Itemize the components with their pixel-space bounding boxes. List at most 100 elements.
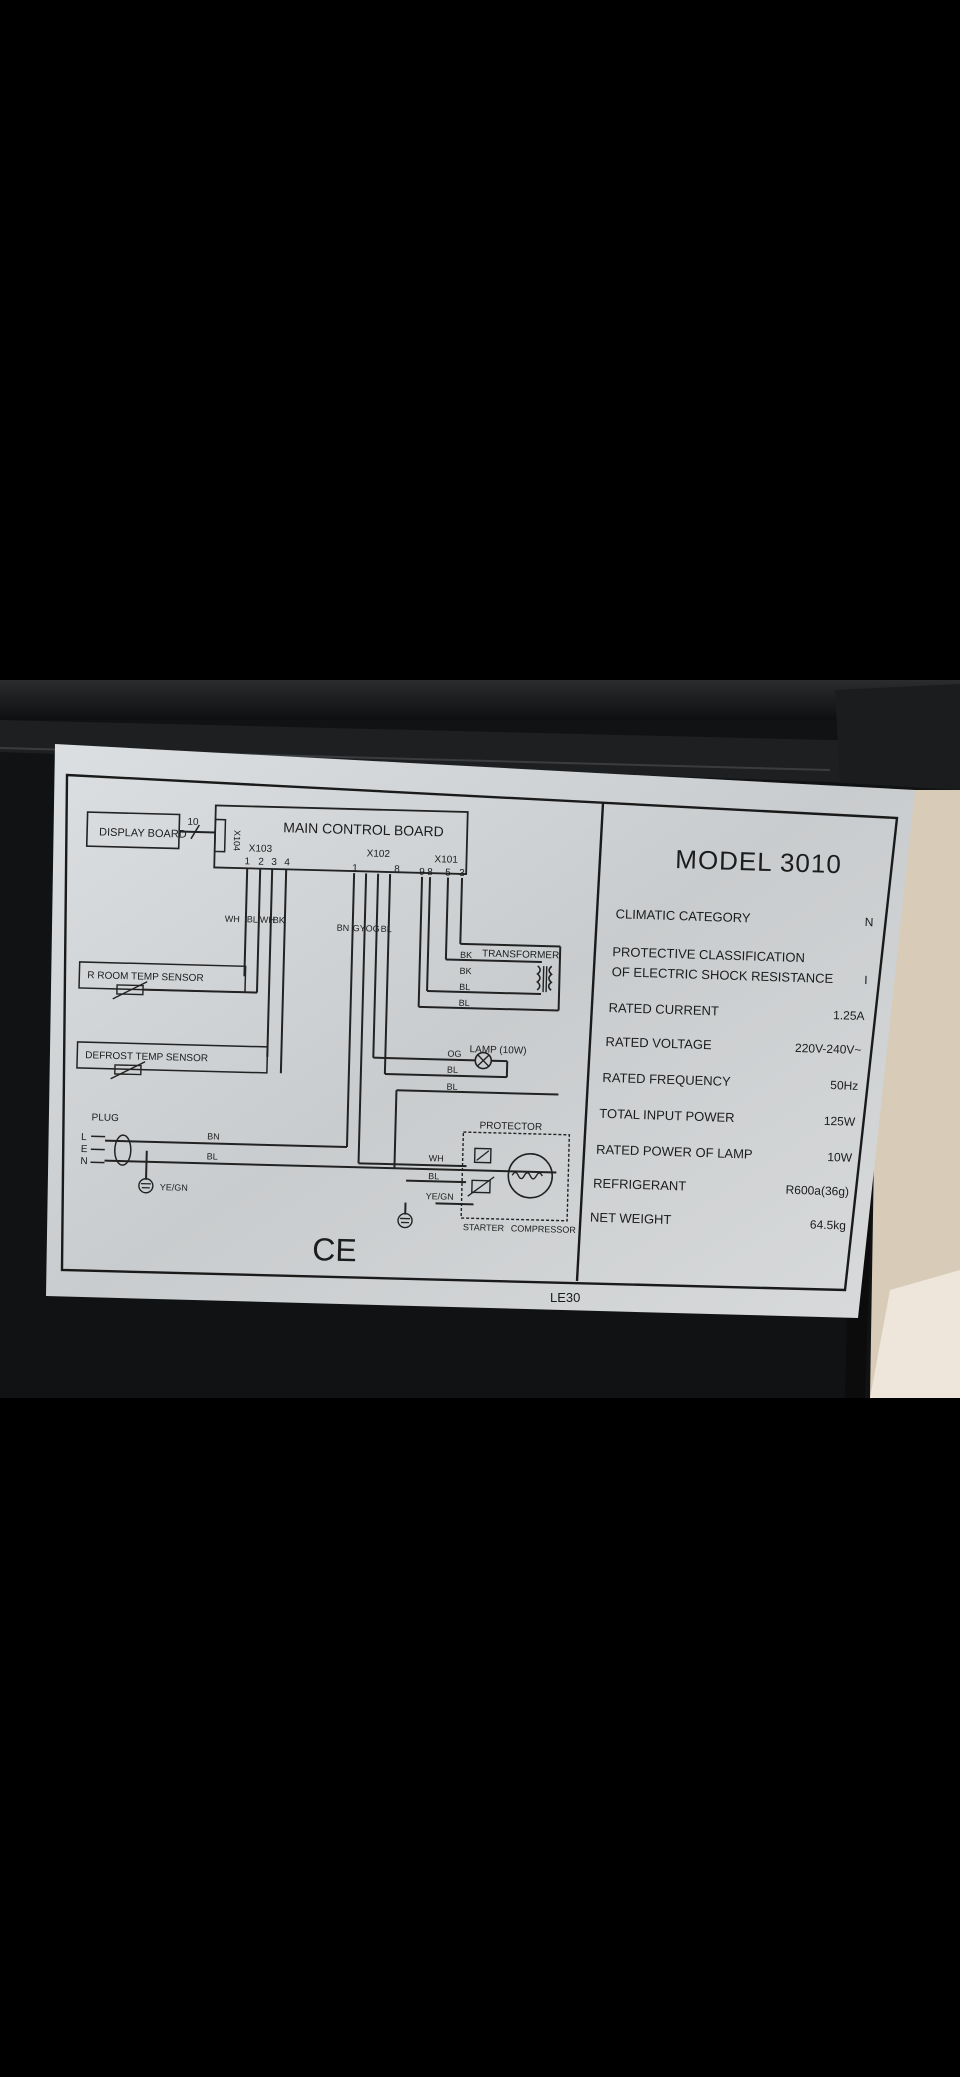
rating-label [46,744,915,1318]
wire-code: BN [337,923,350,933]
spec-label: CLIMATIC CATEGORY [615,906,751,925]
spec-row: TOTAL INPUT POWER 125W [599,1106,856,1129]
wire-code: BL [207,1151,218,1161]
wire-code: WH [429,1153,444,1163]
wire-code: WH [225,914,240,924]
wire-code: BK [459,966,471,976]
x101-label: X101 [434,854,458,866]
spec-label: PROTECTIVE CLASSIFICATION [612,944,805,965]
spec-row: RATED VOLTAGE 220V-240V~ [605,1034,861,1057]
room-sensor-label: R ROOM TEMP SENSOR [87,970,204,984]
spec-value: 220V-240V~ [795,1041,862,1057]
x102-pin: 1 [352,863,358,874]
spec-label-line2: OF ELECTRIC SHOCK RESISTANCE [612,964,834,986]
model-title: MODEL 3010 [675,844,842,879]
plug-pin: L [81,1132,87,1143]
wiring-diagram: DISPLAY BOARD 10 X104 MAIN CONTROL BOARD… [76,804,577,1268]
x101-pin: 3 [459,868,465,879]
spec-value: 10W [827,1150,853,1165]
display-wire-count: 10 [187,817,199,828]
wire-code: OG [447,1049,461,1059]
compressor-wire-codes: WH BL [428,1153,444,1181]
compressor-box [460,1131,571,1222]
spec-row: PROTECTIVE CLASSIFICATION OF ELECTRIC SH… [612,944,868,987]
spec-panel: MODEL 3010 CLIMATIC CATEGORY N PROTECTIV… [590,844,874,1233]
x103-pin: 3 [271,857,277,868]
wire-code: BL [381,924,392,934]
compressor-motor-icon [507,1153,554,1199]
wire-code: BL [428,1171,439,1181]
spec-row: RATED POWER OF LAMP 10W [596,1142,853,1165]
spec-label: RATED FREQUENCY [602,1070,731,1089]
x103-pin: 1 [244,856,250,867]
x104-label: X104 [232,830,243,851]
transformer-label: TRANSFORMER [482,948,559,961]
spec-row: RATED CURRENT 1.25A [608,1000,864,1023]
x101-pin: 9 [419,867,425,878]
wire-code: BL [447,1065,458,1075]
display-board-label: DISPLAY BOARD [99,826,187,840]
plug-pin-letters: L E N [80,1132,88,1167]
x102-label: X102 [366,848,390,860]
spec-row: NET WEIGHT 64.5kg [590,1210,846,1233]
ground-plug-label: YE/GN [160,1182,188,1193]
spec-value: 50Hz [830,1078,858,1093]
x102-pin: 8 [394,864,400,875]
spec-value: R600a(36g) [785,1183,849,1199]
plug-wire-codes: BN BL [207,1131,220,1161]
wire-code: GY [353,923,366,933]
wire-code: BL [247,914,258,924]
x103-pin-numbers: 1 2 3 4 [244,856,290,868]
thermistor-icon [110,1061,146,1080]
wire-code: BK [460,950,472,960]
plug-label: PLUG [91,1112,119,1124]
spec-value: 125W [824,1114,856,1129]
main-control-board-label: MAIN CONTROL BOARD [283,819,444,839]
spec-row: CLIMATIC CATEGORY N [615,906,873,929]
x103-label: X103 [249,843,273,855]
defrost-sensor-label: DEFROST TEMP SENSOR [85,1050,208,1064]
spec-label: RATED VOLTAGE [605,1034,712,1052]
x101-pin: 8 [427,867,433,878]
spec-label: REFRIGERANT [593,1176,687,1194]
transformer-wire-codes: BK BK BL BL [459,950,473,1008]
compressor-label: COMPRESSOR [511,1223,577,1235]
spec-label: RATED CURRENT [608,1000,719,1018]
defrost-sensor-box [76,1041,269,1074]
x102-pin-numbers: 1 8 [352,863,400,875]
spec-label: TOTAL INPUT POWER [599,1106,735,1125]
plug-pin: N [80,1156,88,1167]
starter-label: STARTER [463,1222,505,1233]
spec-value: 64.5kg [810,1217,846,1232]
starter-icon [467,1176,495,1197]
x103-pin: 2 [258,857,264,868]
spec-row: RATED FREQUENCY 50Hz [602,1070,858,1093]
ground-compressor-label: YE/GN [426,1191,454,1202]
wire-code: BK [273,915,285,925]
spec-label: NET WEIGHT [590,1210,672,1228]
x103-wire-codes: WH BL WH BK [225,914,285,926]
x101-pin-numbers: 9 8 5 3 [419,867,465,879]
wire-code: BN [207,1131,220,1141]
wire-code: BL [446,1082,457,1092]
wire-code: BL [459,998,470,1008]
wire-code: WH [260,915,275,925]
ground-icon [138,1178,154,1194]
x103-pin: 4 [284,857,290,868]
x101-pin: 5 [445,867,451,878]
plug-icon [90,1134,132,1166]
spec-row: REFRIGERANT R600a(36g) [593,1176,849,1199]
spec-value: 1.25A [833,1008,865,1023]
ce-mark: CE [312,1231,357,1268]
transformer-coil-icon [536,965,553,993]
spec-label: RATED POWER OF LAMP [596,1142,753,1162]
spec-value: N [865,915,874,929]
ground-icon [397,1212,413,1229]
plug-pin: E [81,1144,88,1155]
protector-label: PROTECTOR [479,1120,542,1133]
x102-wire-codes: BN GY OG BL [337,923,392,934]
spec-value: I [864,973,868,987]
wire-code: BL [459,982,470,992]
lamp-label: LAMP (10W) [469,1044,526,1056]
footer-code: LE30 [550,1290,580,1305]
